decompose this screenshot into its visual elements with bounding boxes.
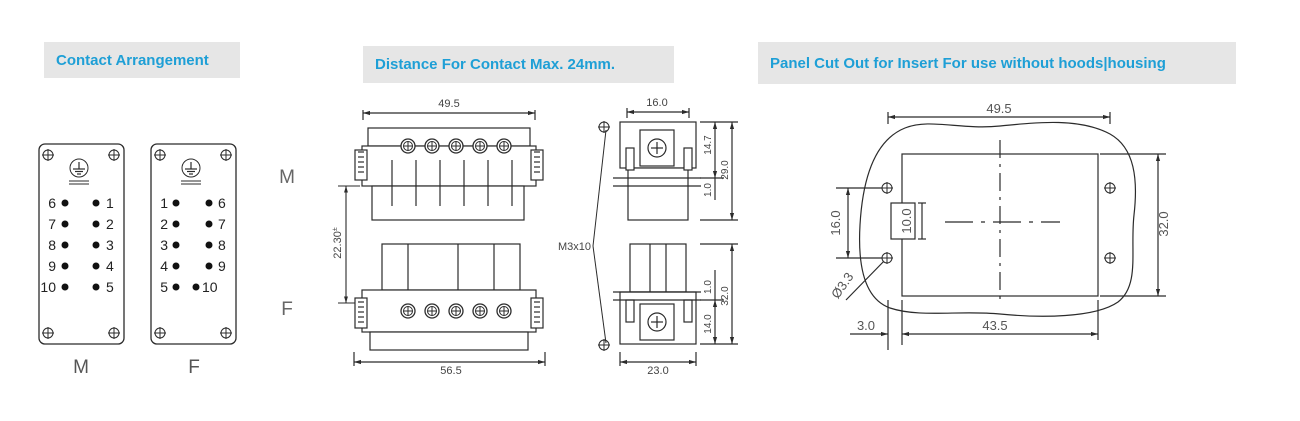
dim-mid-height: 22.30± bbox=[332, 227, 344, 259]
dim-bottom-width: 56.5 bbox=[440, 365, 461, 377]
earth-icon bbox=[69, 158, 89, 178]
pin-label: 8 bbox=[48, 237, 56, 253]
panel-slot-height: 10.0 bbox=[899, 208, 914, 233]
pin-label: 2 bbox=[106, 216, 114, 232]
female-contact-pins bbox=[172, 199, 213, 291]
female-front-view bbox=[353, 243, 546, 366]
row-label-f: F bbox=[281, 299, 293, 320]
dim-side-bottom-width: 23.0 bbox=[647, 365, 668, 377]
dim-side-bottom-h1: 1.0 bbox=[703, 280, 714, 294]
pin-label: 10 bbox=[40, 279, 56, 295]
distance-title: Distance For Contact Max. 24mm. bbox=[363, 46, 674, 83]
pin-label: 6 bbox=[48, 195, 56, 211]
male-side-view bbox=[613, 108, 738, 221]
male-label: M bbox=[73, 357, 89, 378]
pin-label: 5 bbox=[106, 279, 114, 295]
pin-label: 10 bbox=[202, 279, 218, 295]
female-label: F bbox=[188, 357, 200, 378]
dim-side-top-h3: 1.0 bbox=[703, 183, 714, 197]
dim-side-top-h2: 29.0 bbox=[720, 160, 731, 180]
panel-top-width: 49.5 bbox=[986, 101, 1011, 116]
pin-label: 1 bbox=[106, 195, 114, 211]
dim-side-top-width: 16.0 bbox=[646, 97, 667, 109]
screw-label: M3x10 bbox=[558, 241, 591, 253]
panel-cutout-drawing bbox=[836, 112, 1166, 350]
panel-bottom-width: 43.5 bbox=[982, 318, 1007, 333]
female-contact-arrangement bbox=[150, 143, 237, 345]
pin-label: 4 bbox=[160, 258, 168, 274]
pin-label: 2 bbox=[160, 216, 168, 232]
pin-label: 5 bbox=[160, 279, 168, 295]
male-contact-pins bbox=[61, 199, 100, 291]
panel-left-height: 16.0 bbox=[828, 210, 843, 235]
pin-label: 9 bbox=[218, 258, 226, 274]
dim-side-bottom-h3: 14.0 bbox=[703, 314, 714, 334]
pin-label: 9 bbox=[48, 258, 56, 274]
female-side-view bbox=[613, 243, 738, 366]
screw-callout bbox=[592, 129, 607, 344]
panel-cutout-title: Panel Cut Out for Insert For use without… bbox=[758, 42, 1236, 84]
dim-side-top-h1: 14.7 bbox=[703, 135, 714, 155]
pin-label: 8 bbox=[218, 237, 226, 253]
pin-label: 1 bbox=[160, 195, 168, 211]
dim-side-bottom-h2: 32.0 bbox=[720, 286, 731, 306]
earth-icon bbox=[181, 158, 201, 178]
row-label-m: M bbox=[279, 167, 295, 188]
pin-label: 6 bbox=[218, 195, 226, 211]
pin-label: 7 bbox=[218, 216, 226, 232]
pin-label: 3 bbox=[160, 237, 168, 253]
pin-label: 4 bbox=[106, 258, 114, 274]
male-front-view bbox=[354, 110, 544, 221]
panel-hole-diameter: Ø3.3 bbox=[828, 270, 856, 302]
panel-right-height: 32.0 bbox=[1156, 211, 1171, 236]
panel-offset: 3.0 bbox=[857, 318, 875, 333]
male-contact-arrangement bbox=[38, 143, 125, 345]
contact-arrangement-title: Contact Arrangement bbox=[44, 42, 240, 78]
pin-label: 3 bbox=[106, 237, 114, 253]
pin-label: 7 bbox=[48, 216, 56, 232]
dim-top-width: 49.5 bbox=[438, 98, 459, 110]
